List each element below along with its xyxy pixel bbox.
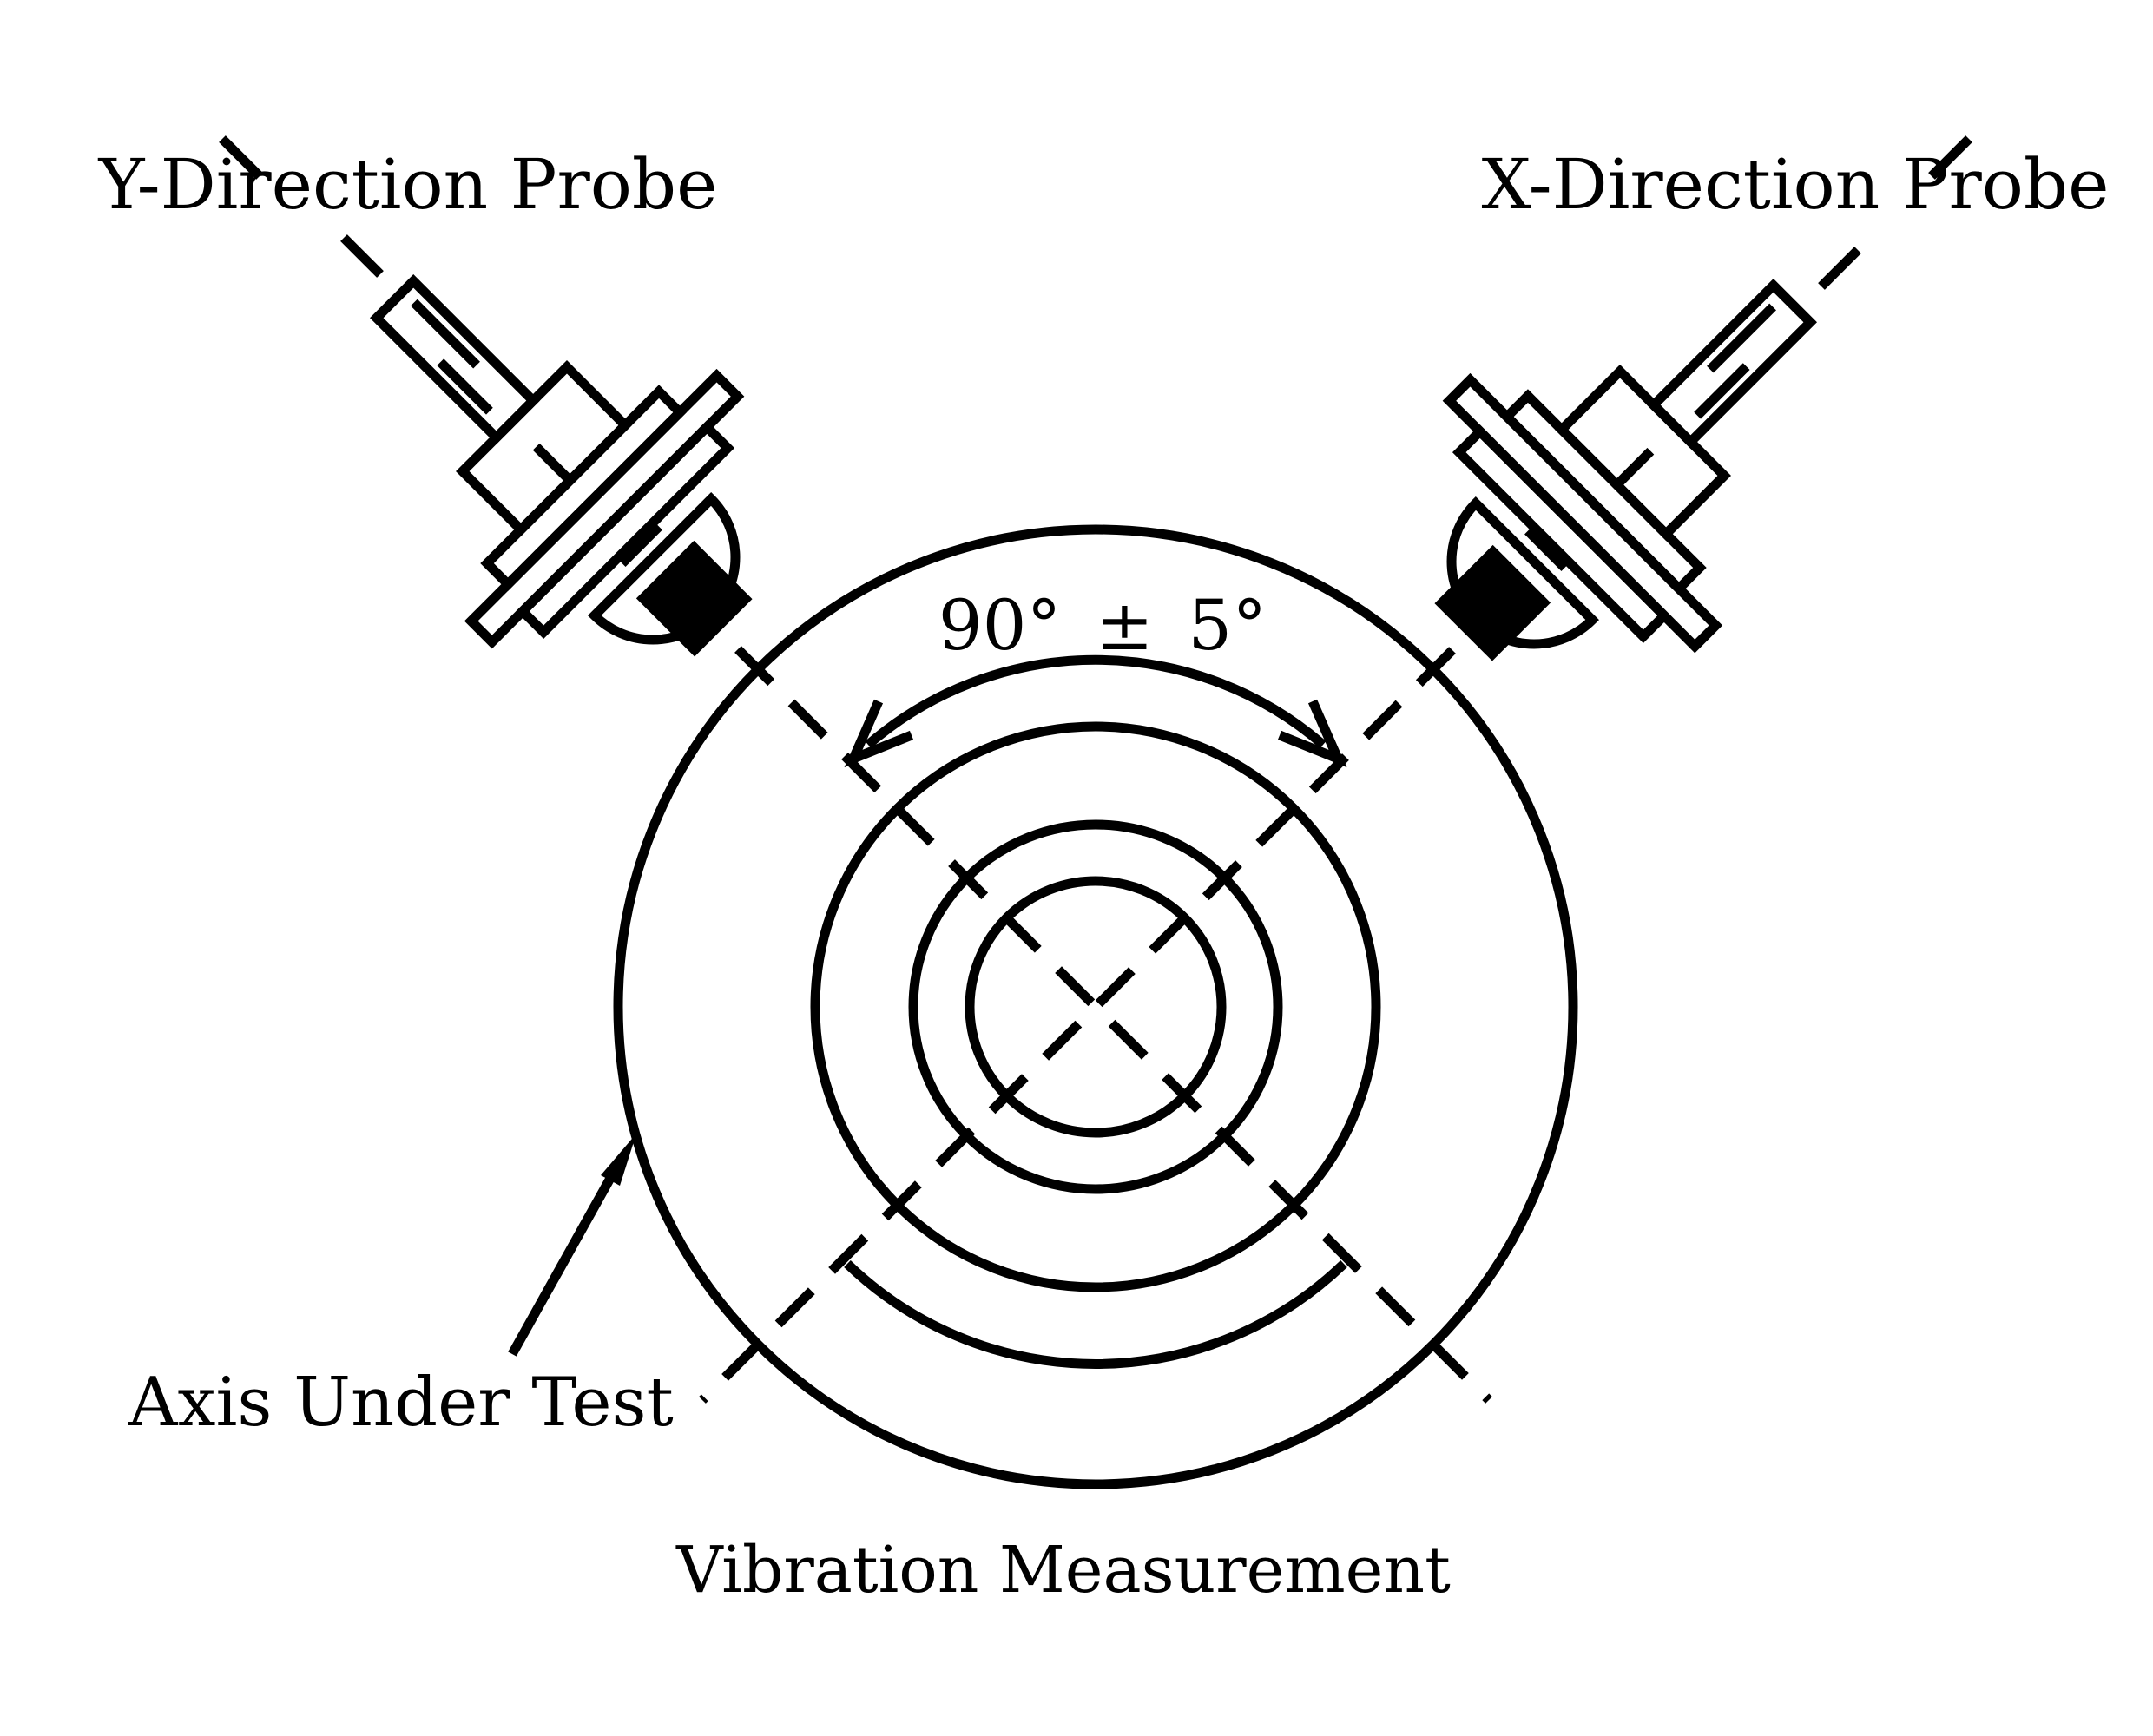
axis-leader-line bbox=[508, 1171, 617, 1357]
label-y-probe: Y-Direction Probe bbox=[98, 144, 718, 225]
y-axis-leader-dash bbox=[219, 135, 263, 180]
angle-arrowhead-right bbox=[1277, 699, 1347, 768]
lower-reference-arc bbox=[844, 1260, 1347, 1369]
angle-dimension bbox=[844, 654, 1347, 1369]
angle-arrowhead-left bbox=[844, 699, 914, 768]
diagram-title: Vibration Measurement bbox=[675, 1533, 1451, 1608]
label-axis-under-test: Axis Under Test bbox=[128, 1364, 674, 1442]
y-axis-centerline bbox=[734, 646, 1492, 1404]
axis-label-leader bbox=[508, 1134, 636, 1357]
concentric-circle-3 bbox=[908, 819, 1283, 1194]
label-x-probe: X-Direction Probe bbox=[1482, 144, 2110, 225]
x-axis-leader-dash bbox=[1928, 135, 1972, 180]
x-axis-centerline bbox=[699, 647, 1456, 1404]
axis-leader-arrowhead bbox=[601, 1134, 636, 1186]
angle-arc bbox=[865, 654, 1327, 749]
y-axis-leader-dash bbox=[340, 234, 384, 278]
concentric-circle-4 bbox=[965, 876, 1227, 1138]
angle-label: 90° ± 5° bbox=[938, 585, 1267, 666]
concentric-circle-2 bbox=[810, 721, 1381, 1292]
probe-axis-centerlines bbox=[219, 135, 1972, 1404]
concentric-circle-outer bbox=[613, 524, 1578, 1489]
axis-cross-section bbox=[613, 524, 1578, 1489]
x-axis-leader-dash bbox=[1818, 247, 1861, 290]
